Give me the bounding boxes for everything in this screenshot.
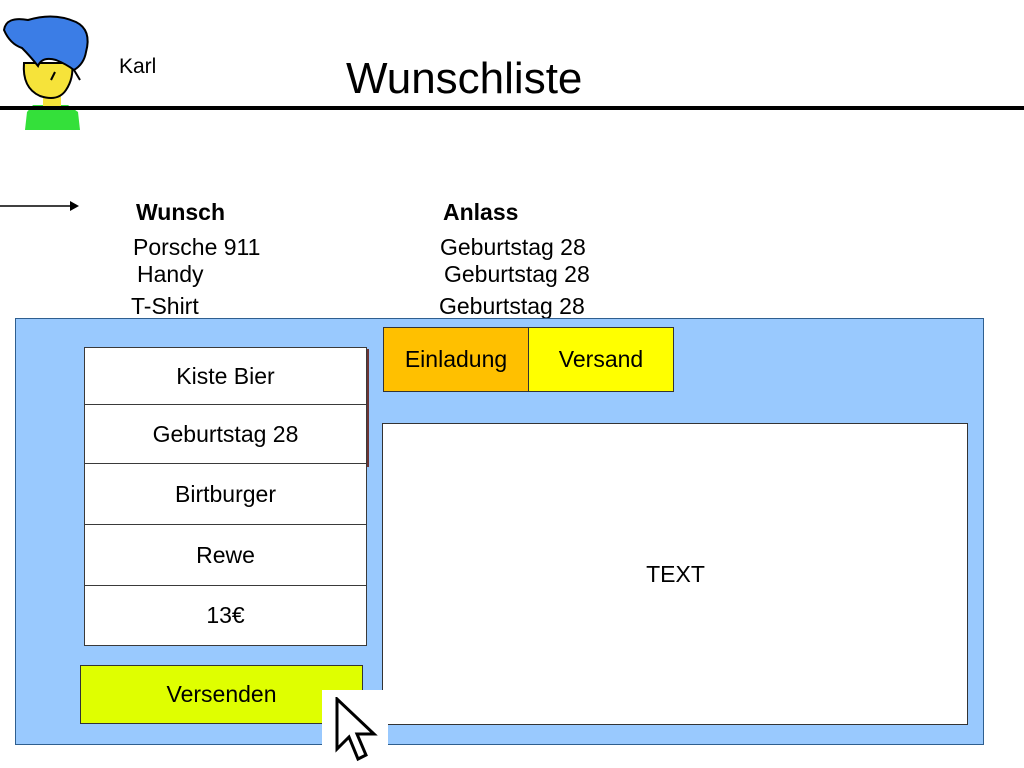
tab-invitation[interactable]: Einladung: [383, 327, 529, 392]
avatar: [2, 15, 89, 130]
wish-cell: Porsche 911: [133, 234, 261, 260]
message-text-area[interactable]: TEXT: [382, 423, 968, 725]
occasion-field[interactable]: Geburtstag 28: [84, 404, 367, 464]
send-button[interactable]: Versenden: [80, 665, 363, 724]
arrow-right-icon: [0, 201, 79, 211]
occasion-cell: Geburtstag 28: [440, 234, 586, 260]
gift-field[interactable]: Kiste Bier: [84, 347, 367, 405]
wish-cell: T-Shirt: [131, 293, 199, 319]
user-name: Karl: [119, 55, 157, 78]
occasion-cell: Geburtstag 28: [439, 293, 585, 319]
column-header-occasion: Anlass: [443, 199, 519, 225]
header-divider: [0, 106, 1024, 110]
page-title: Wunschliste: [346, 54, 583, 103]
tab-shipping[interactable]: Versand: [528, 327, 674, 392]
shop-field[interactable]: Rewe: [84, 524, 367, 586]
occasion-cell: Geburtstag 28: [444, 261, 590, 287]
column-header-wish: Wunsch: [136, 199, 226, 225]
price-field[interactable]: 13€: [84, 585, 367, 646]
location-field[interactable]: Birtburger: [84, 463, 367, 525]
wish-cell: Handy: [137, 261, 204, 287]
mouse-pointer-icon: [335, 697, 378, 762]
